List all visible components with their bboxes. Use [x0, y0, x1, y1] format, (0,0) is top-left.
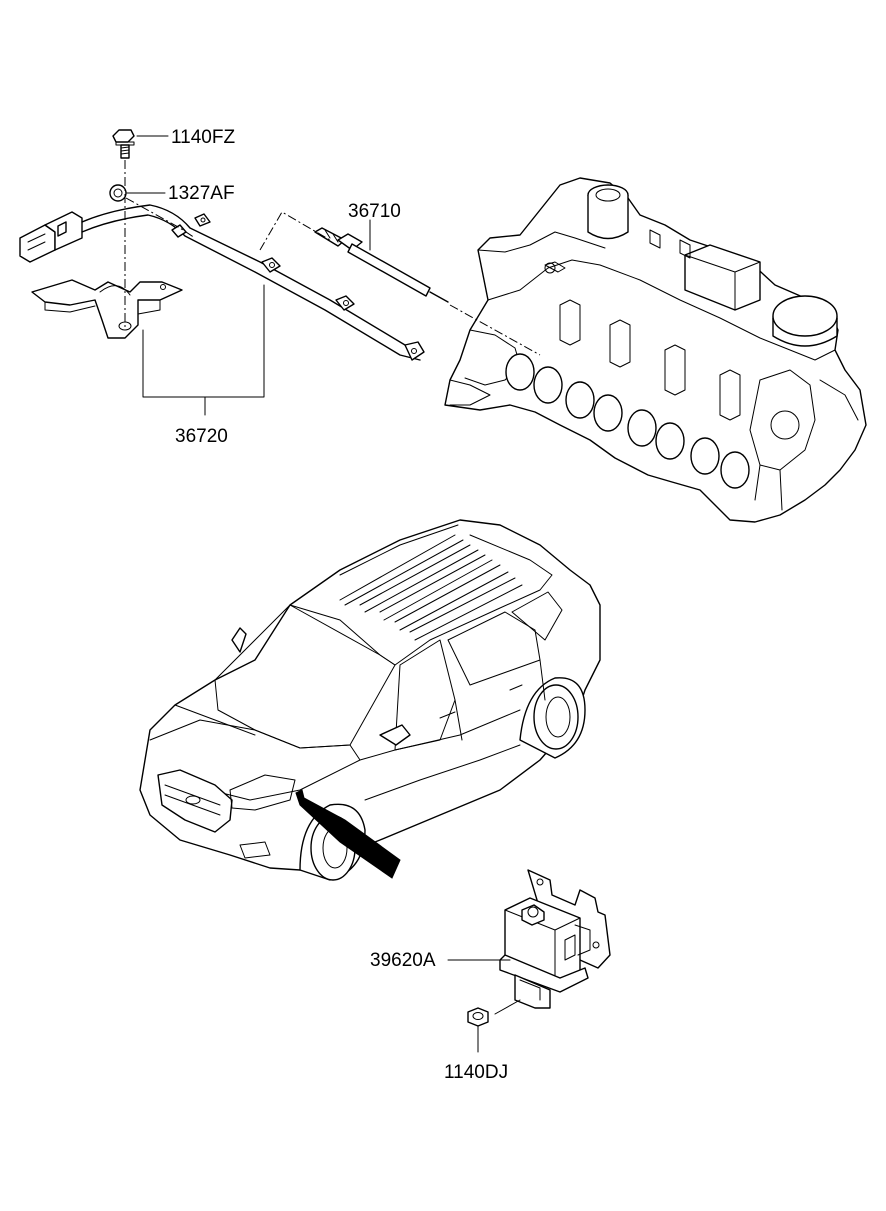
- glow-plug-illustration: [314, 227, 449, 303]
- label-1327af: 1327AF: [168, 183, 235, 204]
- harness-illustration: [19, 204, 425, 361]
- label-39620a: 39620A: [370, 950, 436, 971]
- vehicle-illustration: [139, 519, 601, 881]
- glow-controller-illustration: [499, 869, 611, 1009]
- leader-lines: [126, 135, 521, 1053]
- nut-1327af-illustration: [109, 184, 127, 202]
- dashed-center-lines: [124, 160, 541, 356]
- cylinder-head-illustration: [444, 177, 867, 523]
- nut-1140dj-illustration: [467, 1007, 489, 1027]
- label-1140fz: 1140FZ: [171, 127, 235, 148]
- label-36710: 36710: [348, 201, 401, 222]
- part-labels: 1140FZ 1327AF 36710 36720 39620A 1140DJ: [168, 127, 508, 1083]
- label-36720: 36720: [175, 426, 228, 447]
- bolt-1140fz-illustration: [112, 129, 135, 159]
- label-1140dj: 1140DJ: [444, 1062, 508, 1083]
